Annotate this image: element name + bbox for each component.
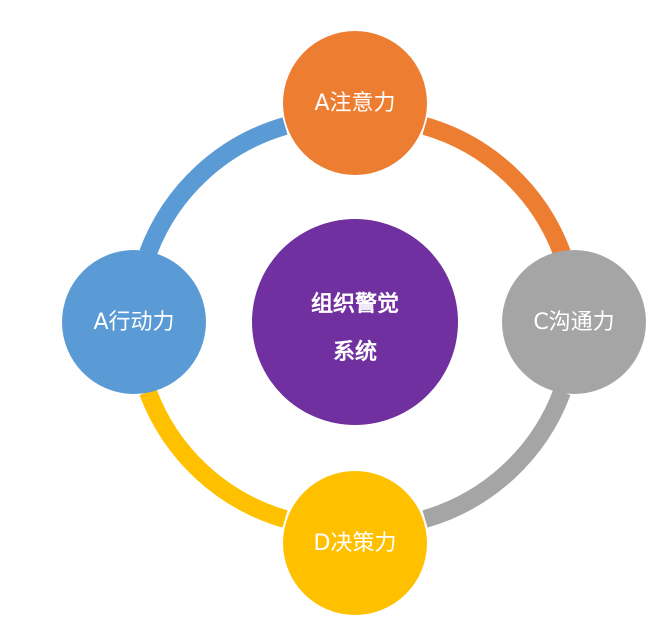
node-left-circle bbox=[62, 250, 206, 394]
arc-top-right bbox=[422, 117, 571, 257]
arc-bottom-left bbox=[139, 388, 288, 528]
node-right-label: C沟通力 bbox=[533, 310, 614, 335]
node-right-circle bbox=[502, 250, 646, 394]
node-bottom-label: D决策力 bbox=[314, 531, 397, 556]
node-top-circle bbox=[283, 31, 427, 175]
arc-left-top bbox=[139, 117, 288, 257]
node-left-label: A行动力 bbox=[93, 310, 174, 335]
center-label-line2: 系统 bbox=[333, 339, 377, 365]
arc-right-bottom bbox=[422, 388, 571, 528]
node-top-label: A注意力 bbox=[314, 91, 395, 116]
center-circle bbox=[252, 219, 458, 425]
node-bottom-circle bbox=[283, 471, 427, 615]
center-label-line1: 组织警觉 bbox=[311, 291, 399, 317]
